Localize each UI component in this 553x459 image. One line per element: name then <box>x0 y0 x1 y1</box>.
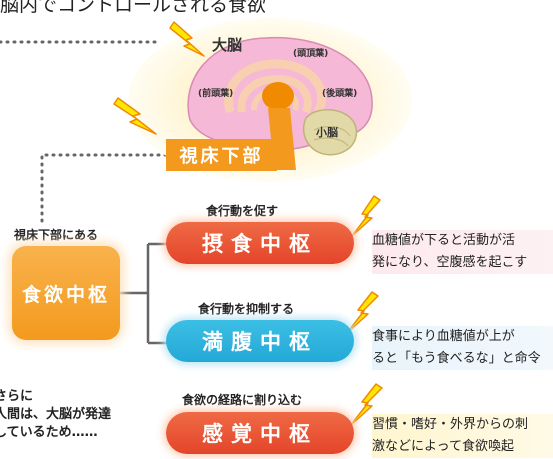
occipital-label: (後頭葉) <box>322 89 358 99</box>
dotted-line-hypothalamus <box>40 153 168 224</box>
feeding-desc-line-2: 発になり、空腹感を起こす <box>372 255 528 270</box>
feeding-center-pill: 摂食中枢 <box>166 222 354 264</box>
cerebellum-label: 小脳 <box>316 126 338 139</box>
sensory-desc-line-1: 習慣・嗜好・外界からの刺 <box>372 417 529 432</box>
satiety-description: 食事により血糖値が上が ると「もう食べるな」と命令 <box>372 326 553 370</box>
appetite-center-box: 食欲中枢 <box>12 246 120 340</box>
lightning-icon-feeding <box>351 195 381 237</box>
feeding-description: 血糖値が下ると活動が活 発になり、空腹感を起こす <box>372 230 553 274</box>
sensory-description: 習慣・嗜好・外界からの刺 激などによって食欲喚起 <box>372 414 553 458</box>
satiety-desc-line-1: 食事により血糖値が上が <box>372 329 515 344</box>
note-text: さらに 人間は、大脳が発達 しているため…… <box>0 388 111 442</box>
lightning-icon-sensory <box>349 383 383 427</box>
parietal-label: (頭頂葉) <box>293 49 329 59</box>
feeding-desc-line-1: 血糖値が下ると活動が活 <box>372 233 516 248</box>
diagram-title: 脳内でコントロールされる食欲 <box>0 0 267 16</box>
note-line-1: さらに <box>0 389 34 404</box>
lightning-icons <box>113 21 383 427</box>
cerebrum-label: 大脳 <box>212 36 243 54</box>
branch-connectors <box>120 242 168 345</box>
cerebellum-shape <box>302 109 358 156</box>
feeding-caption: 食行動を促す <box>206 204 279 218</box>
lightning-icon-satiety <box>345 291 379 335</box>
satiety-center-pill: 満腹中枢 <box>166 320 354 362</box>
hypothalamus-box: 視床下部 <box>166 139 277 171</box>
center-caption: 視床下部にある <box>14 228 99 242</box>
brain-folds <box>224 59 327 115</box>
sensory-caption: 食欲の経路に割り込む <box>182 393 303 407</box>
satiety-desc-line-2: ると「もう食べるな」と命令 <box>372 351 541 366</box>
sensory-desc-line-2: 激などによって食欲喚起 <box>372 439 514 454</box>
satiety-caption: 食行動を抑制する <box>198 302 295 316</box>
note-line-2: 人間は、大脳が発達 <box>0 407 112 422</box>
lightning-icon-cerebrum <box>169 21 205 57</box>
thalamus-shape <box>262 82 294 110</box>
frontal-label: (前頭葉) <box>198 89 234 99</box>
lightning-icon-hypothalamus <box>113 97 157 135</box>
sensory-center-pill: 感覚中枢 <box>166 412 354 454</box>
note-line-3: しているため…… <box>0 425 98 440</box>
